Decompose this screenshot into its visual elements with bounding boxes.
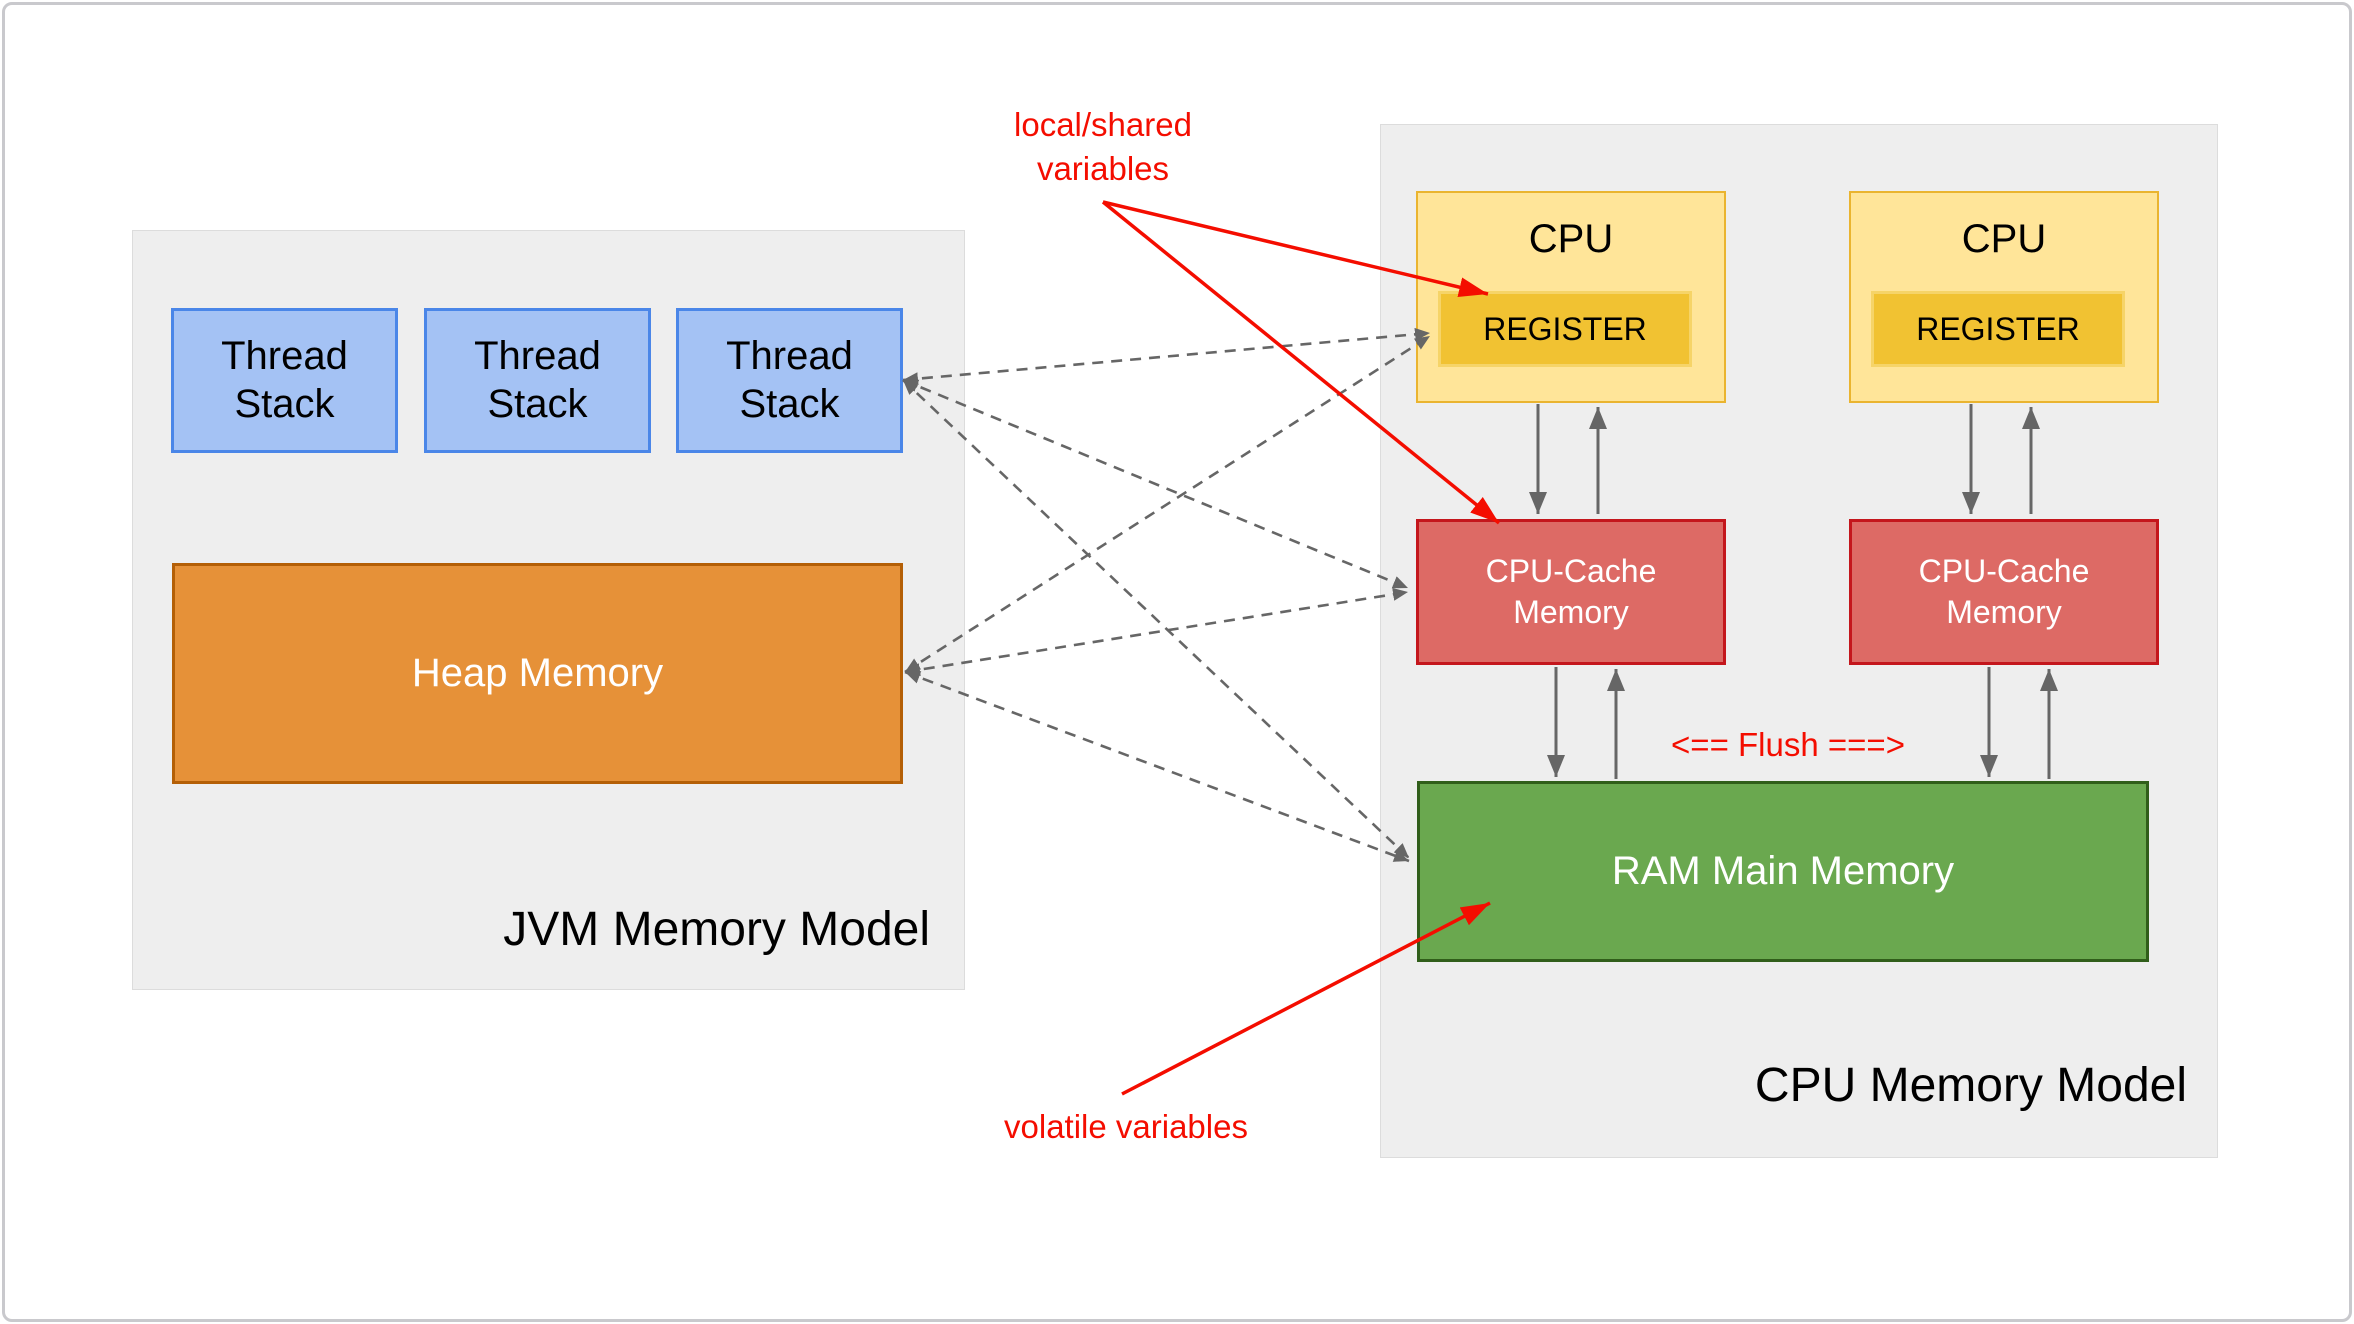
cpu-box-2: CPU REGISTER — [1849, 191, 2159, 403]
ram-main-memory-box: RAM Main Memory — [1417, 781, 2149, 962]
heap-memory-label: Heap Memory — [411, 651, 664, 695]
register-box-1: REGISTER — [1438, 291, 1692, 367]
thread-stack-box-3: Thread Stack — [676, 308, 903, 453]
cpu-cache-box-1: CPU-Cache Memory — [1416, 519, 1726, 665]
annotation-local-shared-variables: local/shared variables — [1014, 106, 1192, 187]
cpu-label: CPU — [1961, 217, 2047, 261]
register-box-2: REGISTER — [1871, 291, 2125, 367]
thread-stack-label: Thread Stack — [726, 334, 853, 426]
thread-stack-label: Thread Stack — [221, 334, 348, 426]
cpu-model-title: CPU Memory Model — [1754, 1059, 2187, 1112]
cpu-cache-label: CPU-Cache Memory — [1485, 553, 1657, 630]
thread-stack-box-1: Thread Stack — [171, 308, 398, 453]
cpu-label: CPU — [1528, 217, 1614, 261]
register-label: REGISTER — [1483, 310, 1647, 347]
annotation-volatile-variables: volatile variables — [1004, 1108, 1248, 1145]
register-label: REGISTER — [1916, 310, 2080, 347]
ram-label: RAM Main Memory — [1611, 849, 1955, 893]
jvm-model-title: JVM Memory Model — [503, 903, 930, 956]
cpu-box-1: CPU REGISTER — [1416, 191, 1726, 403]
heap-memory-box: Heap Memory — [172, 563, 903, 784]
thread-stack-label: Thread Stack — [474, 334, 601, 426]
annotation-flush: <== Flush ===> — [1671, 726, 1905, 763]
cpu-cache-box-2: CPU-Cache Memory — [1849, 519, 2159, 665]
thread-stack-box-2: Thread Stack — [424, 308, 651, 453]
cpu-cache-label: CPU-Cache Memory — [1918, 553, 2090, 630]
